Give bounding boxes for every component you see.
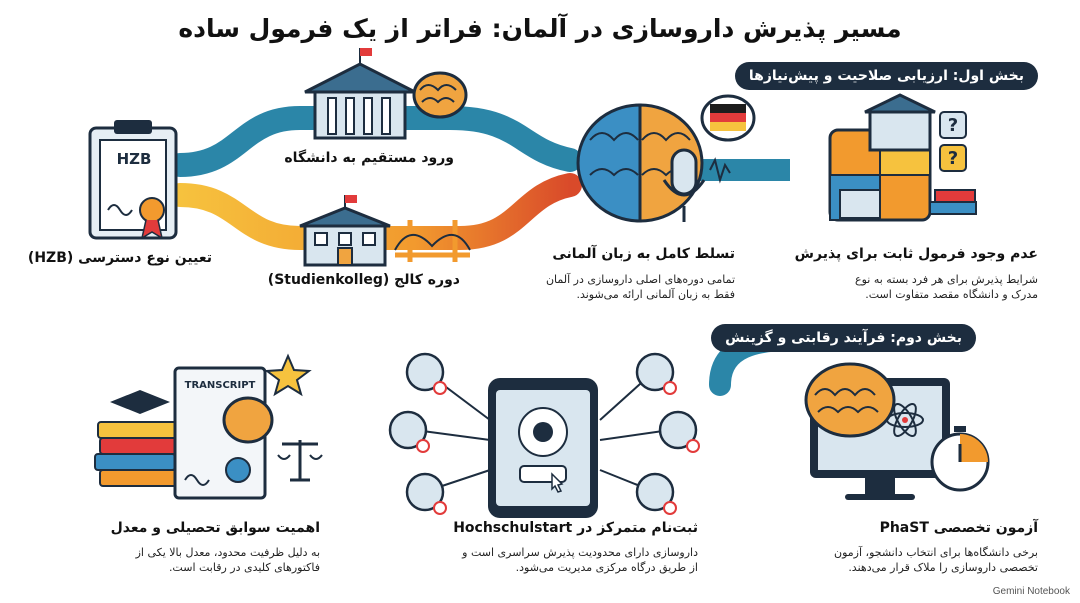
direct-entry-title: ورود مستقیم به دانشگاه [284,150,454,166]
brain-large-icon [804,362,896,438]
college-icon [299,195,391,267]
transcript-heading: TRANSCRIPT [185,380,256,391]
watermark: Gemini Notebook [992,586,1070,597]
hochschulstart-desc: داروسازی دارای محدودیت پذیرش سراسری است … [462,546,698,574]
star-icon [264,353,312,397]
puzzle-university-icon: ? ? [828,93,977,222]
grades-title: اهمیت سوابق تحصیلی و معدل [110,520,320,536]
no-formula-title: عدم وجود فرمول ثابت برای پذیرش [794,246,1038,262]
studienkolleg-title: دوره کالج (Studienkolleg) [267,272,460,288]
hub-nodes [388,352,700,515]
hzb-certificate-icon [88,120,178,240]
books-icon [94,390,181,487]
stopwatch-icon [930,426,990,492]
question-mark-icon: ? [948,115,958,136]
page-title: مسیر پذیرش داروسازی در آلمان: فراتر از ی… [178,14,902,43]
german-desc: تمامی دوره‌های اصلی داروسازی در آلمان فق… [545,273,735,301]
phast-title: آزمون تخصصی PhaST [879,520,1038,536]
section-1-label: بخش اول: ارزیابی صلاحیت و پیش‌نیازها [734,62,1038,90]
university-icon [304,48,416,140]
german-brain-icon [576,103,731,223]
german-title: تسلط کامل به زبان آلمانی [552,246,735,262]
scale-icon [277,440,323,482]
transcript-icon: TRANSCRIPT [173,366,274,500]
brain-small-icon [412,71,468,119]
tablet-icon [488,378,598,518]
cursor-icon [551,472,564,493]
no-formula-desc: شرایط پذیرش برای هر فرد بسته به نوع مدرک… [855,273,1038,301]
question-mark-icon: ? [948,148,958,169]
hochschulstart-title: ثبت‌نام متمرکز در Hochschulstart [453,520,698,536]
phast-desc: برخی دانشگاه‌ها برای انتخاب دانشجو، آزمو… [834,546,1038,574]
grades-desc: به دلیل ظرفیت محدود، معدل بالا یکی از فا… [135,546,320,574]
hzb-title: تعیین نوع دسترسی (HZB) [27,250,212,266]
bridge-icon [394,220,471,262]
section-2-label: بخش دوم: فرآیند رقابتی و گزینش [711,324,976,352]
hzb-badge: HZB [116,150,152,168]
german-flag-bubble-icon [700,94,756,142]
